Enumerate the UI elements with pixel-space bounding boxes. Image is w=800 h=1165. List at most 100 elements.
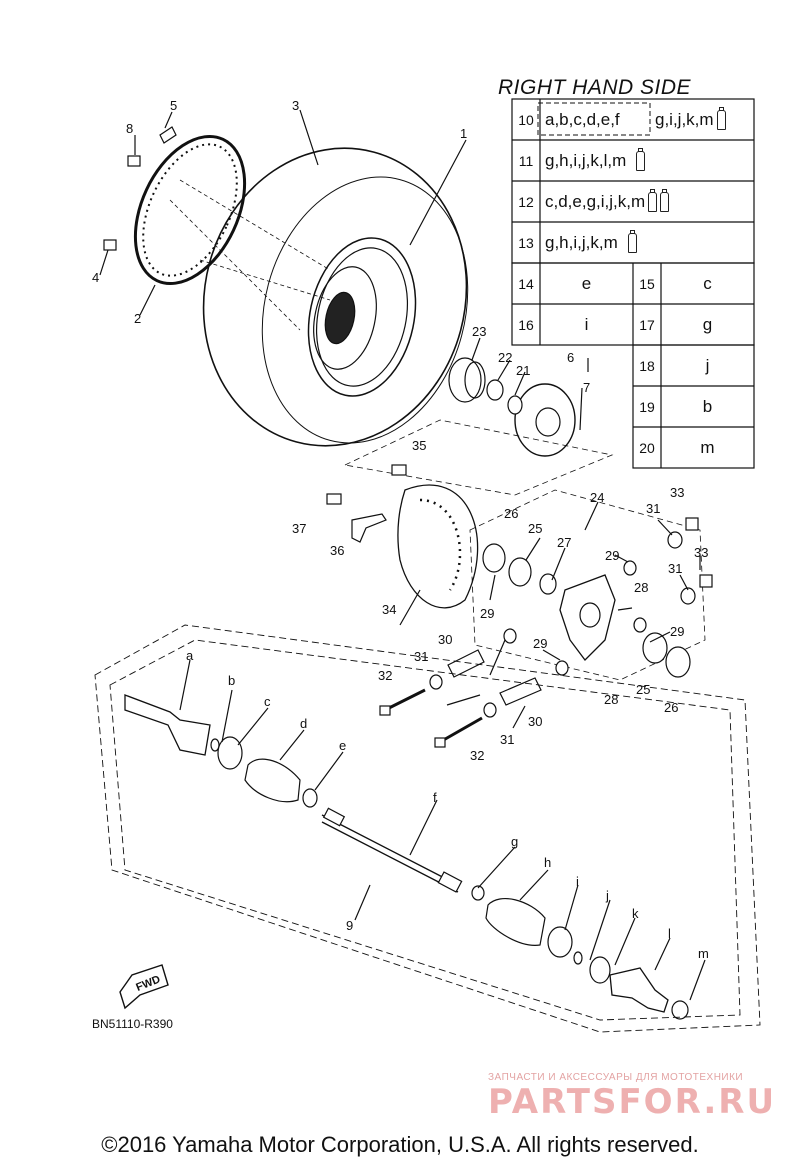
wheel-hub (514, 383, 576, 457)
row-16-num: 16 (518, 316, 534, 333)
callout-m: m (698, 946, 709, 961)
callout-h: h (544, 855, 551, 870)
callout-26b: 26 (664, 700, 678, 715)
callout-29b: 29 (480, 606, 494, 621)
row-11-val: g,h,i,j,k,l,m (540, 140, 754, 181)
callout-36: 36 (330, 543, 344, 558)
callout-k: k (632, 906, 639, 921)
row-10-val2: g,i,j,k,m (650, 99, 754, 140)
callout-33b: 33 (694, 545, 708, 560)
row-11-num: 11 (518, 152, 534, 169)
grease-tube-icon (648, 188, 658, 212)
row-10-val2-text: g,i,j,k,m (655, 109, 714, 129)
watermark-tagline: ЗАПЧАСТИ И АКСЕССУАРЫ ДЛЯ МОТОТЕХНИКИ (488, 1072, 744, 1083)
brake-disc (397, 484, 479, 609)
callout-28b: 28 (604, 692, 618, 707)
beadlock-ring (133, 134, 247, 286)
callout-31c: 31 (414, 649, 428, 664)
row-12-val-text: c,d,e,g,i,j,k,m (545, 191, 646, 211)
grease-tube-icon (716, 106, 726, 130)
sealant-tube-icon (660, 188, 670, 212)
row-15-num: 15 (639, 275, 655, 292)
callout-i: i (576, 874, 579, 889)
callout-7: 7 (583, 380, 590, 395)
callout-9: 9 (346, 918, 353, 933)
callout-g: g (511, 834, 518, 849)
row-20-num: 20 (639, 439, 655, 456)
row-13-num: 13 (518, 234, 534, 251)
callout-a: a (186, 648, 194, 663)
callout-2: 2 (134, 311, 141, 326)
cv-boot-inner (485, 897, 546, 946)
callout-23: 23 (472, 324, 486, 339)
callout-25: 25 (528, 521, 542, 536)
cv-joint-outer (124, 694, 211, 756)
row-15-val: c (703, 273, 712, 293)
callout-l: l (668, 926, 671, 941)
callout-4: 4 (92, 270, 99, 285)
callout-d: d (300, 716, 307, 731)
diagram-part-code: BN51110-R390 (92, 1017, 173, 1031)
grease-tube-icon (627, 229, 637, 253)
callout-f: f (433, 790, 437, 805)
row-19-num: 19 (639, 398, 655, 415)
wheel-rim (307, 237, 417, 397)
callout-5: 5 (170, 98, 177, 113)
callout-29d: 29 (670, 624, 684, 639)
callout-c: c (264, 694, 271, 709)
callout-37: 37 (292, 521, 306, 536)
callout-8: 8 (126, 121, 133, 136)
cv-joint-inner (609, 967, 669, 1013)
drive-shaft (321, 814, 459, 893)
watermark-logo: PARTSFOR.RU (488, 1082, 777, 1122)
callout-28: 28 (634, 580, 648, 595)
callout-32: 32 (378, 668, 392, 683)
row-20-val: m (700, 437, 715, 457)
callout-25b: 25 (636, 682, 650, 697)
fwd-arrow (119, 964, 169, 1010)
callout-1: 1 (460, 126, 467, 141)
callout-3: 3 (292, 98, 299, 113)
row-14-num: 14 (518, 275, 534, 292)
callout-33: 33 (670, 485, 684, 500)
callout-22: 22 (498, 350, 512, 365)
callout-34: 34 (382, 602, 396, 617)
callout-31d: 31 (500, 732, 514, 747)
callout-21: 21 (516, 363, 530, 378)
callout-j: j (605, 888, 609, 903)
callout-35: 35 (412, 438, 426, 453)
row-10-num: 10 (518, 111, 534, 128)
row-13-val: g,h,i,j,k,m (540, 222, 754, 263)
callout-29c: 29 (533, 636, 547, 651)
row-19-val: b (702, 396, 713, 416)
callout-27: 27 (557, 535, 571, 550)
row-10-val: a,b,c,d,e,f (545, 109, 620, 129)
callout-30: 30 (438, 632, 452, 647)
row-14-val: e (581, 273, 592, 293)
callout-24: 24 (590, 490, 604, 505)
callout-29: 29 (605, 548, 619, 563)
callout-26: 26 (504, 506, 518, 521)
row-12-val: c,d,e,g,i,j,k,m (540, 181, 754, 222)
row-13-val-text: g,h,i,j,k,m (545, 232, 618, 252)
callout-b: b (228, 673, 235, 688)
cv-boot-outer (244, 758, 301, 803)
row-17-val: g (702, 314, 713, 334)
callout-e: e (339, 738, 346, 753)
row-12-num: 12 (518, 193, 534, 210)
row-18-val: j (705, 355, 710, 375)
row-16-val: i (584, 314, 589, 334)
callout-6: 6 (567, 350, 574, 365)
row-17-num: 17 (639, 316, 655, 333)
callout-31: 31 (646, 501, 660, 516)
grease-tube-icon (636, 147, 646, 171)
table-title: RIGHT HAND SIDE (498, 76, 692, 99)
callout-31b: 31 (668, 561, 682, 576)
copyright-notice: ©2016 Yamaha Motor Corporation, U.S.A. A… (101, 1132, 699, 1157)
row-11-val-text: g,h,i,j,k,l,m (545, 150, 627, 170)
steering-knuckle (559, 574, 616, 661)
callout-30b: 30 (528, 714, 542, 729)
callout-32b: 32 (470, 748, 484, 763)
